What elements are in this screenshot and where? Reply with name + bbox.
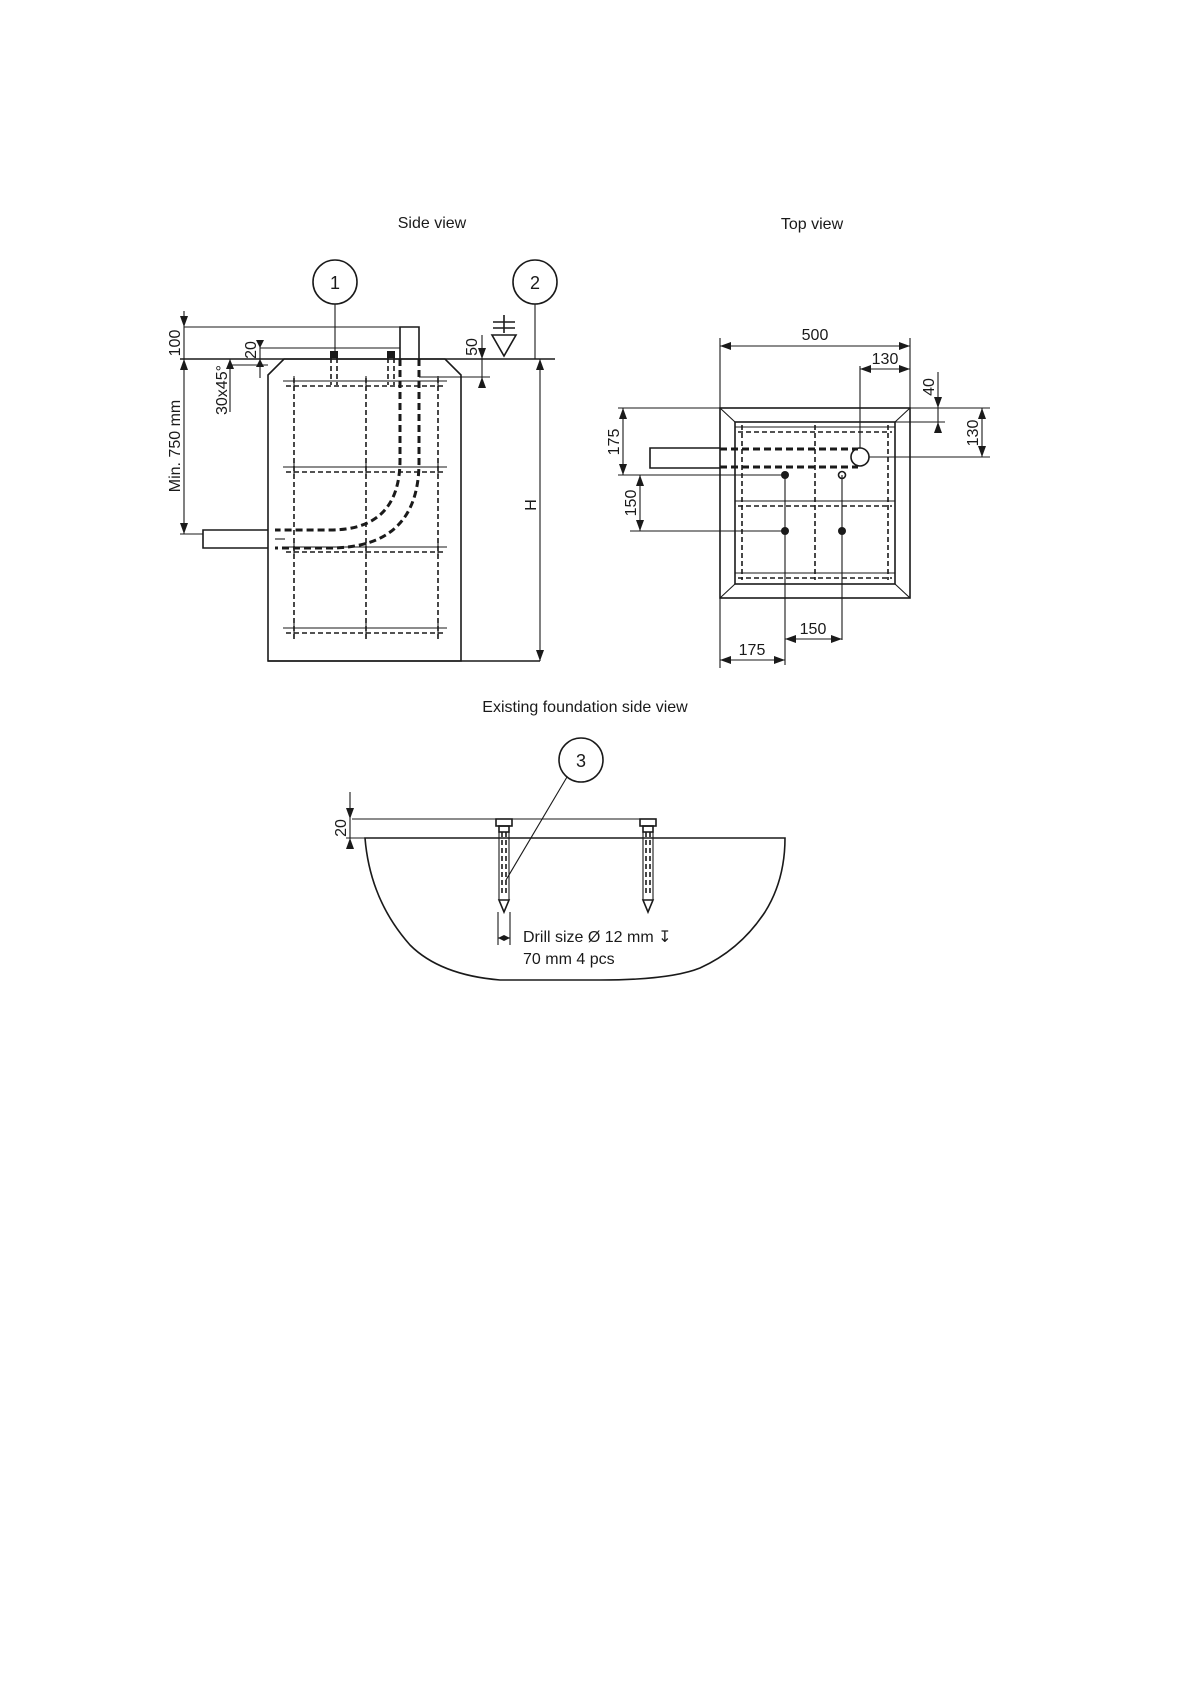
rebar-stirrups (283, 381, 447, 633)
svg-text:3: 3 (576, 751, 586, 771)
dim-20-existing: 20 (333, 792, 650, 849)
side-view-title: Side view (398, 215, 467, 232)
dim-130-top: 130 (860, 351, 910, 448)
svg-text:20: 20 (333, 819, 350, 837)
svg-text:50: 50 (464, 338, 481, 356)
dim-min-750: Min. 750 mm (167, 400, 203, 534)
foundation-inner (735, 422, 895, 584)
svg-text:130: 130 (872, 351, 899, 368)
svg-text:500: 500 (802, 327, 829, 344)
svg-text:40: 40 (921, 378, 938, 396)
dim-130-right: 130 (869, 408, 990, 457)
svg-text:30x45°: 30x45° (214, 365, 231, 415)
callout-3: 3 (506, 738, 603, 880)
anchor-bolt (330, 351, 338, 385)
dim-100: 100 (167, 311, 400, 534)
svg-text:100: 100 (167, 330, 184, 357)
svg-text:20: 20 (243, 341, 260, 359)
anchor-bolt-existing (496, 819, 512, 912)
svg-text:150: 150 (623, 490, 640, 517)
anchor-bolt-existing (640, 819, 656, 912)
ground-level-symbol (492, 315, 516, 356)
svg-text:175: 175 (606, 429, 623, 456)
callout-1: 1 (313, 260, 357, 351)
existing-view-title: Existing foundation side view (482, 699, 688, 716)
dim-drill-width (498, 912, 510, 945)
dim-175-bottom: 175 (720, 598, 785, 668)
dim-175-left: 175 (606, 408, 720, 475)
drill-note-line1: Drill size Ø 12 mm ↧ (523, 929, 672, 946)
svg-text:H: H (523, 499, 540, 511)
dim-h: H (523, 359, 544, 661)
svg-text:175: 175 (739, 642, 766, 659)
dim-150-bottom: 150 (785, 621, 842, 643)
side-view: 100 Min. 750 mm 20 30x45° (167, 260, 557, 661)
svg-text:150: 150 (800, 621, 827, 638)
svg-text:2: 2 (530, 273, 540, 293)
conduit-pipe-top (650, 448, 869, 468)
drill-note-line2: 70 mm 4 pcs (523, 951, 615, 968)
svg-text:1: 1 (330, 273, 340, 293)
dim-40: 40 (895, 372, 945, 433)
existing-foundation: 20 Drill size Ø 12 mm ↧ 70 mm 4 pcs 3 (333, 738, 785, 980)
top-view: 500 130 40 130 (606, 327, 990, 668)
dim-150-left: 150 (623, 475, 644, 531)
svg-text:130: 130 (965, 420, 982, 447)
anchor-bolt (387, 351, 395, 385)
dim-50: 50 (419, 335, 490, 388)
foundation-block (268, 359, 461, 661)
svg-text:Min. 750 mm: Min. 750 mm (167, 400, 184, 492)
conduit-pipe (203, 327, 419, 548)
callout-2: 2 (513, 260, 557, 359)
top-view-title: Top view (781, 216, 844, 233)
